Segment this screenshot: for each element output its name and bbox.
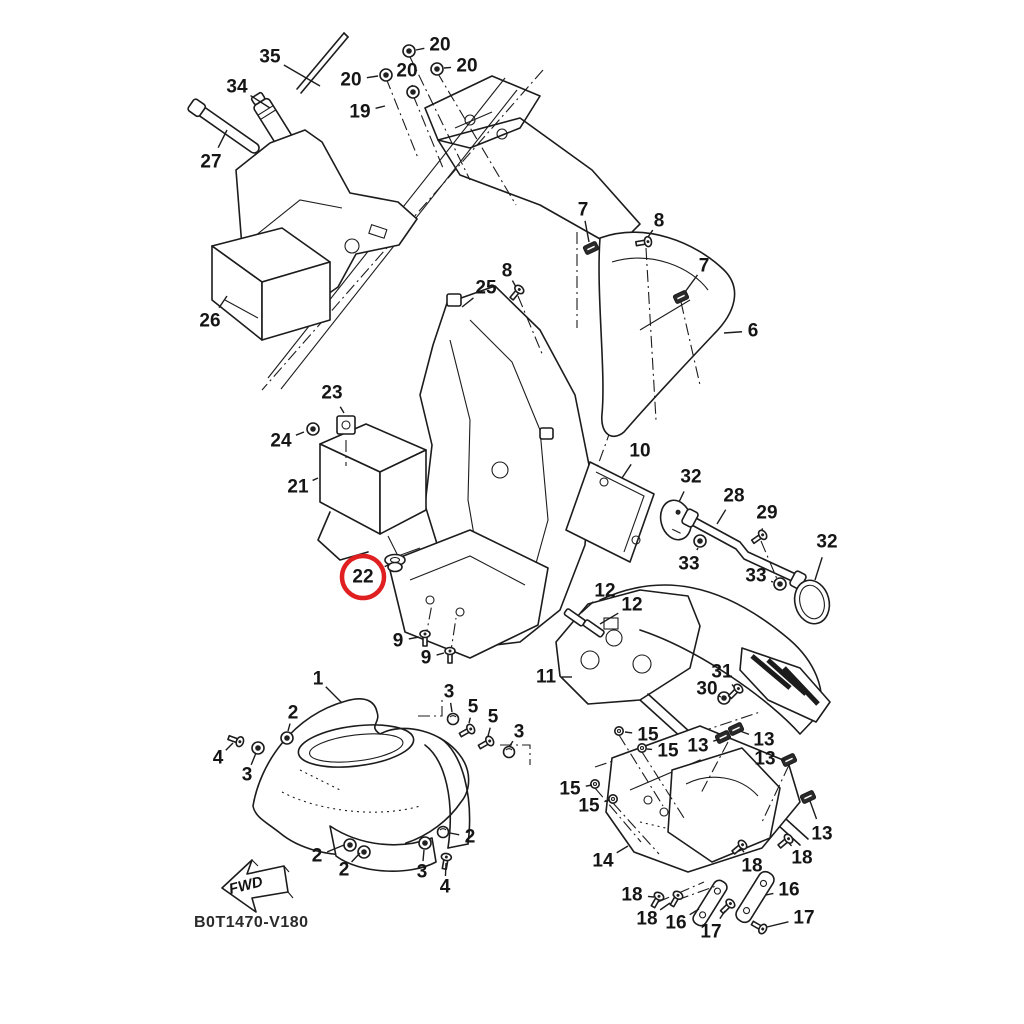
part-disc-32b (793, 579, 831, 625)
part-label-20[interactable]: 20 (396, 61, 417, 82)
part-label-20[interactable]: 20 (456, 56, 477, 77)
part-label-5[interactable]: 5 (488, 707, 499, 728)
part-label-6[interactable]: 6 (748, 321, 759, 342)
part-bracket-10 (565, 461, 655, 563)
part-label-21[interactable]: 21 (287, 477, 309, 498)
part-label-31[interactable]: 31 (711, 662, 733, 683)
part-label-9[interactable]: 9 (421, 648, 432, 669)
part-box-26 (211, 227, 331, 341)
label-leader-lines (217, 47, 823, 928)
part-rod-35 (296, 32, 349, 94)
part-label-2[interactable]: 2 (288, 703, 299, 724)
part-label-17[interactable]: 17 (793, 908, 814, 929)
part-label-7[interactable]: 7 (578, 200, 589, 221)
part-label-11[interactable]: 11 (536, 667, 557, 688)
part-label-20[interactable]: 20 (429, 35, 450, 56)
part-front-fender-1 (252, 697, 531, 872)
part-label-28[interactable]: 28 (723, 486, 744, 507)
part-label-12[interactable]: 12 (621, 595, 642, 616)
part-label-26[interactable]: 26 (199, 311, 220, 332)
part-label-32[interactable]: 32 (680, 467, 701, 488)
part-cover-6 (598, 231, 736, 438)
part-scoop (387, 529, 549, 659)
part-label-24[interactable]: 24 (270, 431, 292, 452)
part-label-23[interactable]: 23 (321, 383, 342, 404)
part-label-10[interactable]: 10 (629, 441, 650, 462)
part-label-3[interactable]: 3 (242, 765, 253, 786)
part-label-18[interactable]: 18 (791, 848, 812, 869)
part-label-7[interactable]: 7 (699, 256, 710, 277)
part-label-22[interactable]: 22 (352, 567, 373, 588)
part-label-15[interactable]: 15 (578, 796, 600, 817)
part-label-18[interactable]: 18 (636, 909, 657, 930)
part-label-14[interactable]: 14 (592, 851, 614, 872)
part-label-15[interactable]: 15 (657, 741, 679, 762)
fwd-arrow: FWD (221, 859, 294, 913)
part-label-25[interactable]: 25 (475, 278, 497, 299)
part-label-3[interactable]: 3 (514, 722, 525, 743)
part-label-13[interactable]: 13 (811, 824, 832, 845)
part-label-5[interactable]: 5 (468, 697, 479, 718)
part-label-3[interactable]: 3 (417, 862, 428, 883)
part-label-16[interactable]: 16 (778, 880, 799, 901)
part-label-8[interactable]: 8 (654, 211, 665, 232)
part-label-35[interactable]: 35 (259, 47, 281, 68)
part-label-3[interactable]: 3 (444, 682, 455, 703)
part-label-2[interactable]: 2 (312, 846, 323, 867)
subframe (424, 75, 641, 249)
part-label-27[interactable]: 27 (200, 152, 221, 173)
part-label-13[interactable]: 13 (754, 749, 775, 770)
part-label-15[interactable]: 15 (637, 725, 659, 746)
part-label-20[interactable]: 20 (340, 70, 361, 91)
part-label-1[interactable]: 1 (313, 669, 324, 690)
part-stay-27 (187, 98, 260, 154)
part-label-4[interactable]: 4 (213, 748, 224, 769)
part-label-18[interactable]: 18 (621, 885, 642, 906)
part-label-16[interactable]: 16 (665, 913, 686, 934)
part-label-19[interactable]: 19 (349, 102, 370, 123)
part-label-8[interactable]: 8 (502, 261, 513, 282)
part-label-15[interactable]: 15 (559, 779, 581, 800)
part-plate-16b (692, 879, 728, 927)
part-label-32[interactable]: 32 (816, 532, 837, 553)
part-label-30[interactable]: 30 (696, 679, 717, 700)
diagram-code: B0T1470-V180 (194, 914, 309, 931)
part-label-17[interactable]: 17 (700, 922, 721, 943)
part-label-2[interactable]: 2 (339, 860, 350, 881)
part-label-13[interactable]: 13 (753, 730, 774, 751)
part-label-9[interactable]: 9 (393, 631, 404, 652)
part-label-33[interactable]: 33 (745, 566, 766, 587)
highlight-circle (339, 553, 387, 601)
part-bar-28 (681, 508, 807, 590)
part-label-2[interactable]: 2 (465, 827, 476, 848)
part-label-13[interactable]: 13 (687, 736, 708, 757)
part-battery-box-21 (317, 415, 427, 561)
part-label-12[interactable]: 12 (594, 581, 615, 602)
part-label-18[interactable]: 18 (741, 856, 762, 877)
part-label-33[interactable]: 33 (678, 554, 699, 575)
part-label-29[interactable]: 29 (756, 503, 777, 524)
part-label-4[interactable]: 4 (440, 877, 451, 898)
fasteners (227, 44, 817, 935)
part-plate-16a (735, 870, 775, 924)
part-label-34[interactable]: 34 (226, 77, 248, 98)
part-tray-14 (605, 725, 801, 873)
